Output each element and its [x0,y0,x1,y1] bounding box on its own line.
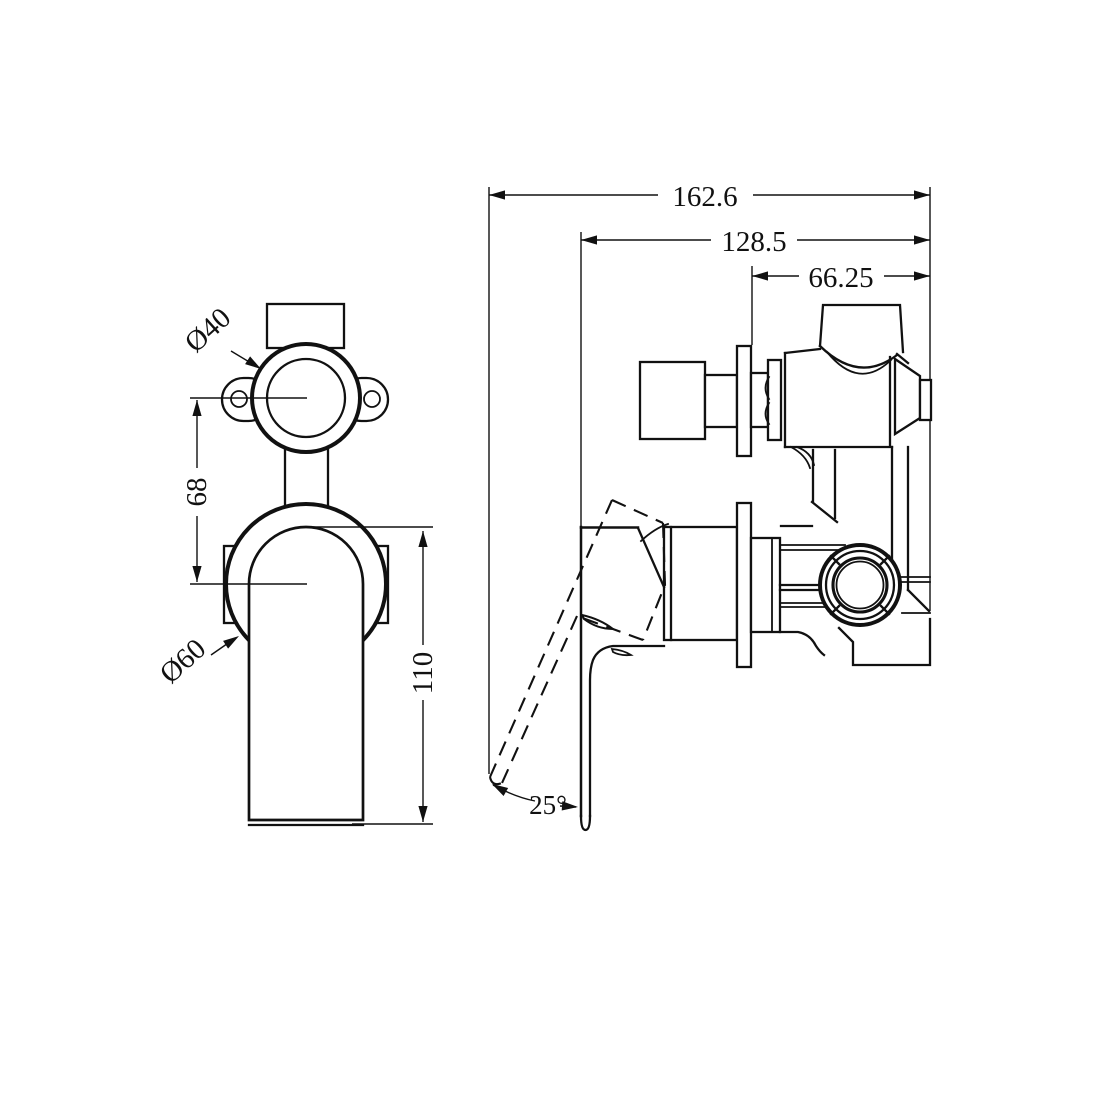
cartridge-body [662,525,739,642]
dimension-dia40: Ø40 [179,302,264,373]
boss-bore [835,560,885,610]
outlet-boss [818,543,902,627]
dim-label-68: 68 [181,478,213,507]
right-ear-hole [363,390,381,408]
handle-swing-arc [639,522,670,543]
rear-port-cap [893,356,922,437]
handle-open-phantom [488,499,667,786]
lower-block-outline [837,617,932,667]
dim-label-162-6: 162.6 [672,181,737,213]
diverter-knob [638,360,707,441]
diverter-adapter [766,358,783,442]
handle-front-edge [588,644,666,818]
dimension-height: 110 [313,526,439,825]
cartridge-rear-housing [749,536,782,634]
dimension-front-depth: 66.25 [752,262,930,294]
dim-label-66-25: 66.25 [808,262,873,294]
front-view: 68 110 Ø40 Ø60 [154,302,439,827]
side-view: 162.6 128.5 66.25 [488,181,933,832]
dimension-overall-depth: 162.6 [489,181,930,213]
dim-label-dia60: Ø60 [154,633,213,690]
dimension-handle-angle: 25° [489,780,579,820]
top-outlet-pipe [818,303,905,354]
dim-label-25deg: 25° [529,790,567,820]
handle-closed [579,522,670,832]
saddle-curve-inner [825,350,893,375]
left-ear-hole [230,390,248,408]
dimension-body-depth: 128.5 [581,226,930,258]
dimension-center-spacing: 68 [181,400,213,582]
lower-body-curve [778,630,826,657]
rear-port [918,378,933,422]
body-neck-and-wall [779,445,931,614]
dim-label-128-5: 128.5 [721,226,786,258]
diverter-assembly [638,344,783,458]
boss-ring [824,549,896,621]
adapter-barrel-curves [764,375,771,426]
dim-label-dia40: Ø40 [179,302,238,359]
cartridge-assembly [662,501,846,669]
dim-label-110: 110 [407,652,439,694]
inlet-stub-outline [265,302,346,350]
handle-tip [579,814,592,832]
lower-flange-plate [735,501,753,669]
upper-flange-plate [735,344,753,458]
handle-front-outline [247,525,365,822]
upper-body [783,303,933,449]
dimension-dia60: Ø60 [154,632,242,690]
handle-grip-ridge-lower [610,647,634,657]
diverter-stem [703,373,739,429]
boss-inner-ring [831,556,889,614]
